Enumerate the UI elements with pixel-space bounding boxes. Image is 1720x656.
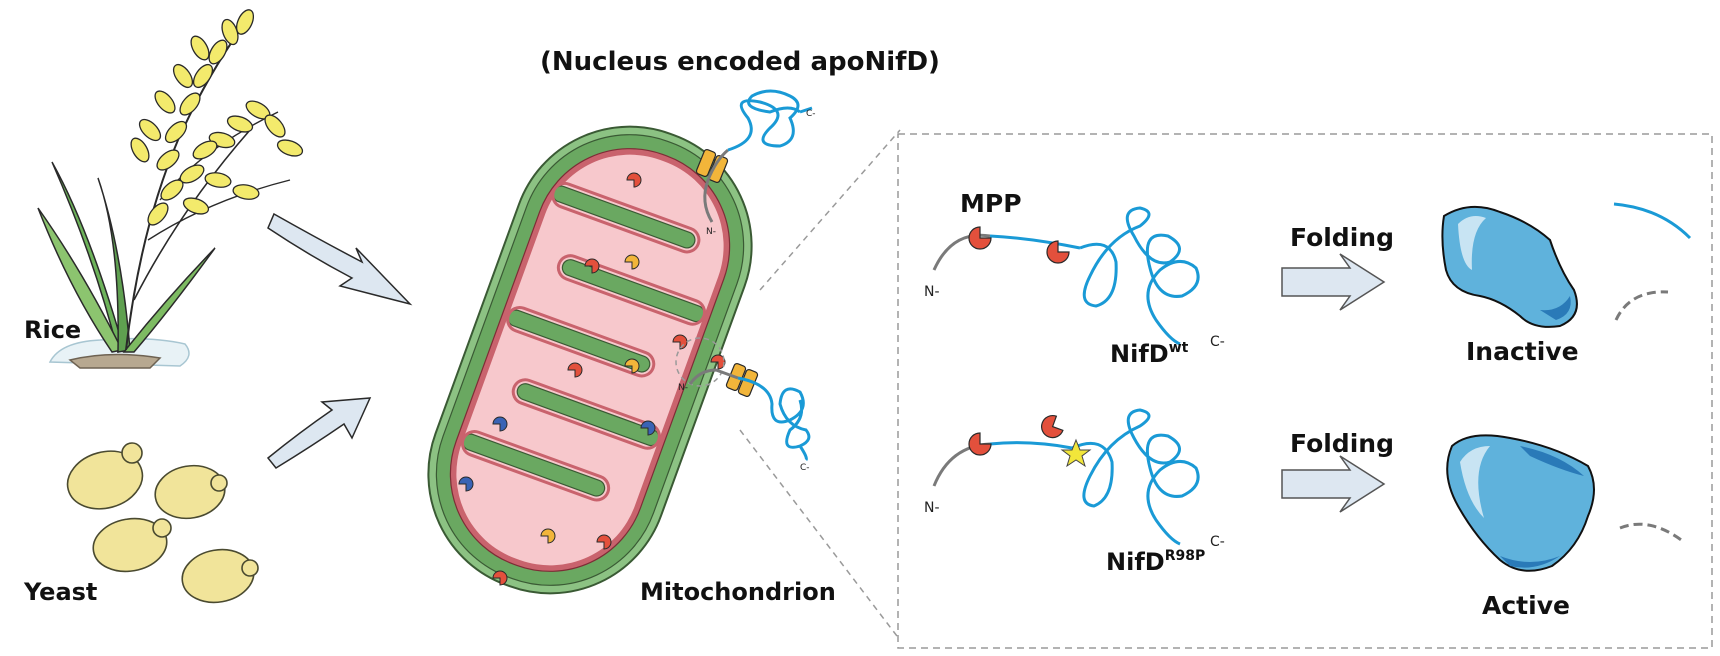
wt-folding-label: Folding (1290, 223, 1394, 252)
wt-folding-arrow (1281, 253, 1386, 311)
nifd-r98p-superscript: R98P (1165, 548, 1206, 564)
yeast-label: Yeast (23, 578, 97, 606)
zoom-line-top (759, 129, 901, 291)
wt-n-terminus-label: N- (924, 284, 940, 300)
mid-n-terminus-label: N- (678, 383, 688, 393)
wt-cleaved-presequence-fragment (1614, 290, 1669, 321)
wt-cleaved-protein-fragment (1613, 202, 1692, 240)
import-channel-top: N- C- (695, 89, 816, 237)
rice-to-mito-arrow (267, 212, 413, 306)
mpp-label: MPP (960, 189, 1022, 218)
mut-cleaved-presequence-fragment (1619, 522, 1685, 544)
zoom-line-bottom (739, 429, 901, 641)
yeast-cells-illustration (66, 442, 259, 604)
yeast-to-mito-arrow (266, 397, 372, 469)
mitochondrion-illustration (427, 125, 753, 595)
nifd-wt-label: NifDwt (1110, 340, 1189, 368)
wt-inactive-folded-protein (1441, 205, 1578, 328)
top-c-terminus-label: C- (806, 109, 816, 119)
wt-precursor-protein: N- C- (924, 206, 1225, 350)
r98p-mutation-star (1060, 438, 1092, 468)
nifd-r98p-base: NifD (1106, 548, 1165, 576)
active-label: Active (1482, 591, 1570, 620)
rice-label: Rice (24, 316, 81, 344)
inactive-label: Inactive (1466, 337, 1579, 366)
mut-active-folded-protein (1446, 434, 1595, 572)
mutant-precursor-protein: N- C- (924, 408, 1225, 550)
nifd-wt-base: NifD (1110, 340, 1169, 368)
zoom-panel (897, 133, 1713, 649)
top-n-terminus-label: N- (706, 227, 716, 237)
rice-plant-illustration (37, 9, 304, 369)
mitochondrion-label: Mitochondrion (640, 578, 836, 606)
import-channel-middle: N- C- (675, 337, 811, 473)
diagram-title: (Nucleus encoded apoNifD) (540, 47, 940, 77)
nifd-r98p-label: NifDR98P (1106, 548, 1205, 576)
wt-c-terminus-label: C- (1210, 334, 1225, 350)
mid-c-terminus-label: C- (800, 463, 810, 473)
nifd-wt-superscript: wt (1169, 340, 1189, 356)
matrix-enzymes (458, 172, 726, 586)
mut-c-terminus-label: C- (1210, 534, 1225, 550)
mut-folding-arrow (1281, 455, 1386, 513)
mut-n-terminus-label: N- (924, 500, 940, 516)
mut-folding-label: Folding (1290, 429, 1394, 458)
